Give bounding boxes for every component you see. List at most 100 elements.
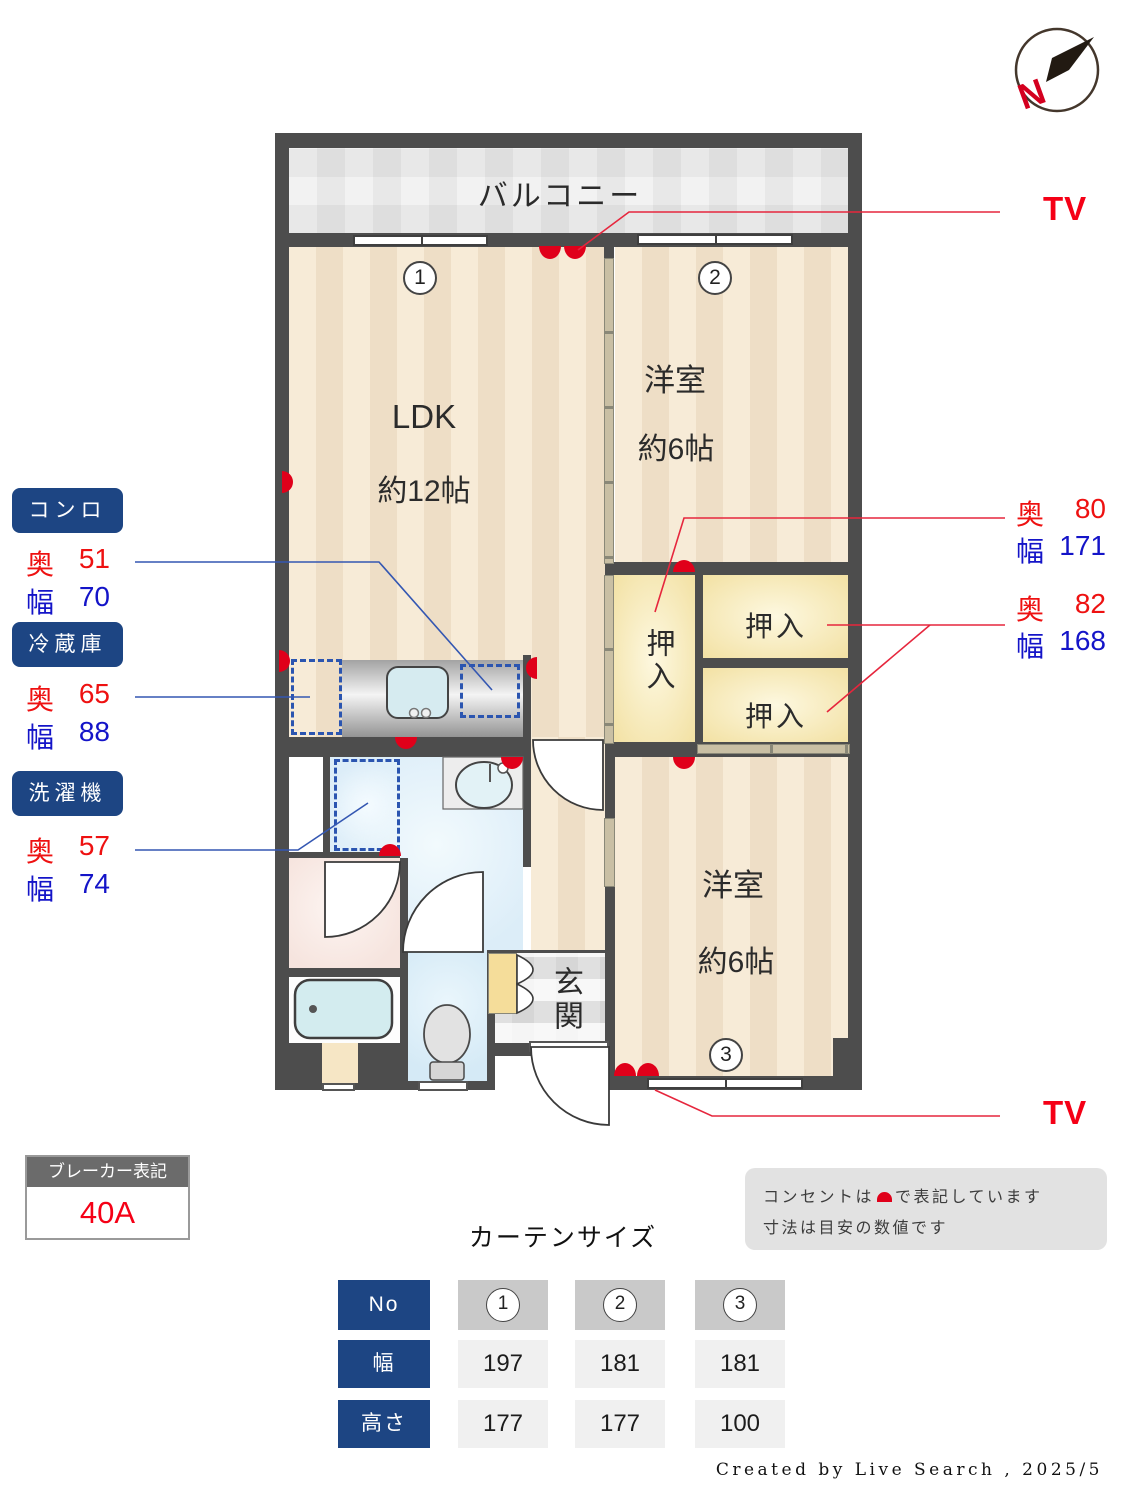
tv-label-top: TV	[1043, 190, 1088, 227]
balcony-label: バルコニー	[477, 180, 643, 213]
wall	[605, 562, 848, 575]
curtain-no-header: No	[338, 1280, 430, 1330]
depth-value: 57	[78, 830, 110, 861]
washer-space	[334, 759, 400, 851]
hallway-floor	[531, 737, 605, 953]
sliding-door[interactable]	[697, 744, 850, 754]
wall	[523, 655, 531, 867]
curtain-table-title: カーテンサイズ	[468, 1224, 658, 1252]
fridge-space	[291, 659, 342, 735]
note-line1-before: コンセントは	[763, 1189, 875, 1206]
wall	[289, 968, 400, 977]
depth-label: 奥	[26, 684, 55, 715]
curtain-no-1-marker: 1	[403, 261, 437, 295]
step-edge	[487, 950, 607, 953]
closet-left-label: 押入	[642, 628, 674, 694]
width-label: 幅	[1016, 536, 1045, 567]
sliding-door[interactable]	[604, 818, 615, 887]
tv-label-bottom: TV	[1043, 1094, 1088, 1131]
sliding-door[interactable]	[604, 575, 614, 744]
wall	[487, 952, 495, 1081]
bedroom2-name: 洋室	[644, 363, 706, 398]
washer-depth: 奥 57	[26, 830, 110, 870]
wall	[323, 757, 330, 852]
depth-value: 51	[78, 543, 110, 574]
wall	[289, 737, 531, 757]
circled-number: 2	[603, 1288, 637, 1322]
washer-width: 幅 74	[26, 868, 110, 908]
compass-n: N	[1012, 70, 1050, 117]
depth-value: 82	[1074, 588, 1106, 619]
legend-note: コンセントは で表記しています 寸法は目安の数値です	[745, 1168, 1107, 1250]
dressing-room-floor	[289, 858, 400, 968]
curtain-no-cell: 3	[695, 1280, 785, 1330]
closet1-depth: 奥 80	[1016, 493, 1106, 533]
wall	[275, 133, 289, 247]
curtain-width-cell: 197	[458, 1340, 548, 1388]
circled-number: 1	[486, 1288, 520, 1322]
fridge-width: 幅 88	[26, 716, 110, 756]
credit-text: Created by Live Search , 2025/5	[715, 1460, 1103, 1480]
stove-title: コンロ	[12, 488, 123, 533]
storage-floor	[289, 757, 323, 852]
width-value: 168	[1059, 625, 1106, 656]
width-value: 70	[78, 581, 110, 612]
wall	[275, 852, 400, 858]
curtain-no-2-marker: 2	[698, 261, 732, 295]
washer-title: 洗濯機	[12, 771, 123, 816]
fridge-depth: 奥 65	[26, 678, 110, 718]
stove-width: 幅 70	[26, 581, 110, 621]
note-line2: 寸法は目安の数値です	[763, 1220, 949, 1238]
depth-label: 奥	[1016, 594, 1045, 625]
curtain-width-header: 幅	[338, 1340, 430, 1388]
width-label: 幅	[26, 722, 55, 753]
stove-depth: 奥 51	[26, 543, 110, 583]
wall	[487, 1043, 531, 1056]
door-entrance	[530, 1046, 610, 1126]
closet2-width: 幅 168	[1016, 625, 1106, 665]
wall	[275, 247, 289, 1090]
compass: N	[1012, 27, 1100, 117]
compass-needle	[1046, 37, 1094, 82]
wall	[275, 133, 862, 148]
breaker-box: ブレーカー表記 40A	[25, 1155, 190, 1240]
curtain-no-cell: 2	[575, 1280, 665, 1330]
depth-value: 80	[1074, 493, 1106, 524]
window[interactable]	[647, 1078, 803, 1089]
pillar	[833, 1038, 862, 1078]
curtain-no-3-marker: 3	[709, 1038, 743, 1072]
balcony-floor	[289, 148, 848, 233]
wall	[848, 133, 862, 247]
curtain-height-cell: 100	[695, 1400, 785, 1448]
bedroom2-floor	[615, 247, 848, 562]
width-label: 幅	[1016, 631, 1045, 662]
entrance-door-sill	[529, 1041, 609, 1052]
toilet-window-sill	[418, 1081, 468, 1091]
stove-space	[460, 664, 520, 718]
wall	[695, 658, 848, 668]
closet-bottom-label: 押入	[744, 701, 808, 732]
curtain-height-header: 高さ	[338, 1400, 430, 1448]
window[interactable]	[637, 234, 793, 245]
width-value: 88	[78, 716, 110, 747]
window[interactable]	[353, 235, 488, 246]
bedroom3-name: 洋室	[702, 868, 764, 903]
bathroom-floor	[289, 977, 400, 1043]
width-value: 74	[78, 868, 110, 899]
closet1-width: 幅 171	[1016, 530, 1106, 570]
depth-label: 奥	[26, 549, 55, 580]
sliding-door[interactable]	[604, 258, 614, 564]
depth-label: 奥	[1016, 499, 1045, 530]
wall	[400, 858, 408, 1081]
curtain-height-cell: 177	[575, 1400, 665, 1448]
outlet-symbol	[877, 1192, 893, 1202]
width-label: 幅	[26, 587, 55, 618]
breaker-value: 40A	[79, 1195, 136, 1230]
fridge-title: 冷蔵庫	[12, 622, 123, 667]
bath-vent	[322, 1043, 358, 1083]
bedroom2-size: 約6帖	[637, 433, 715, 466]
wall	[848, 247, 862, 1090]
note-line1-after: で表記しています	[895, 1189, 1043, 1206]
width-label: 幅	[26, 874, 55, 905]
